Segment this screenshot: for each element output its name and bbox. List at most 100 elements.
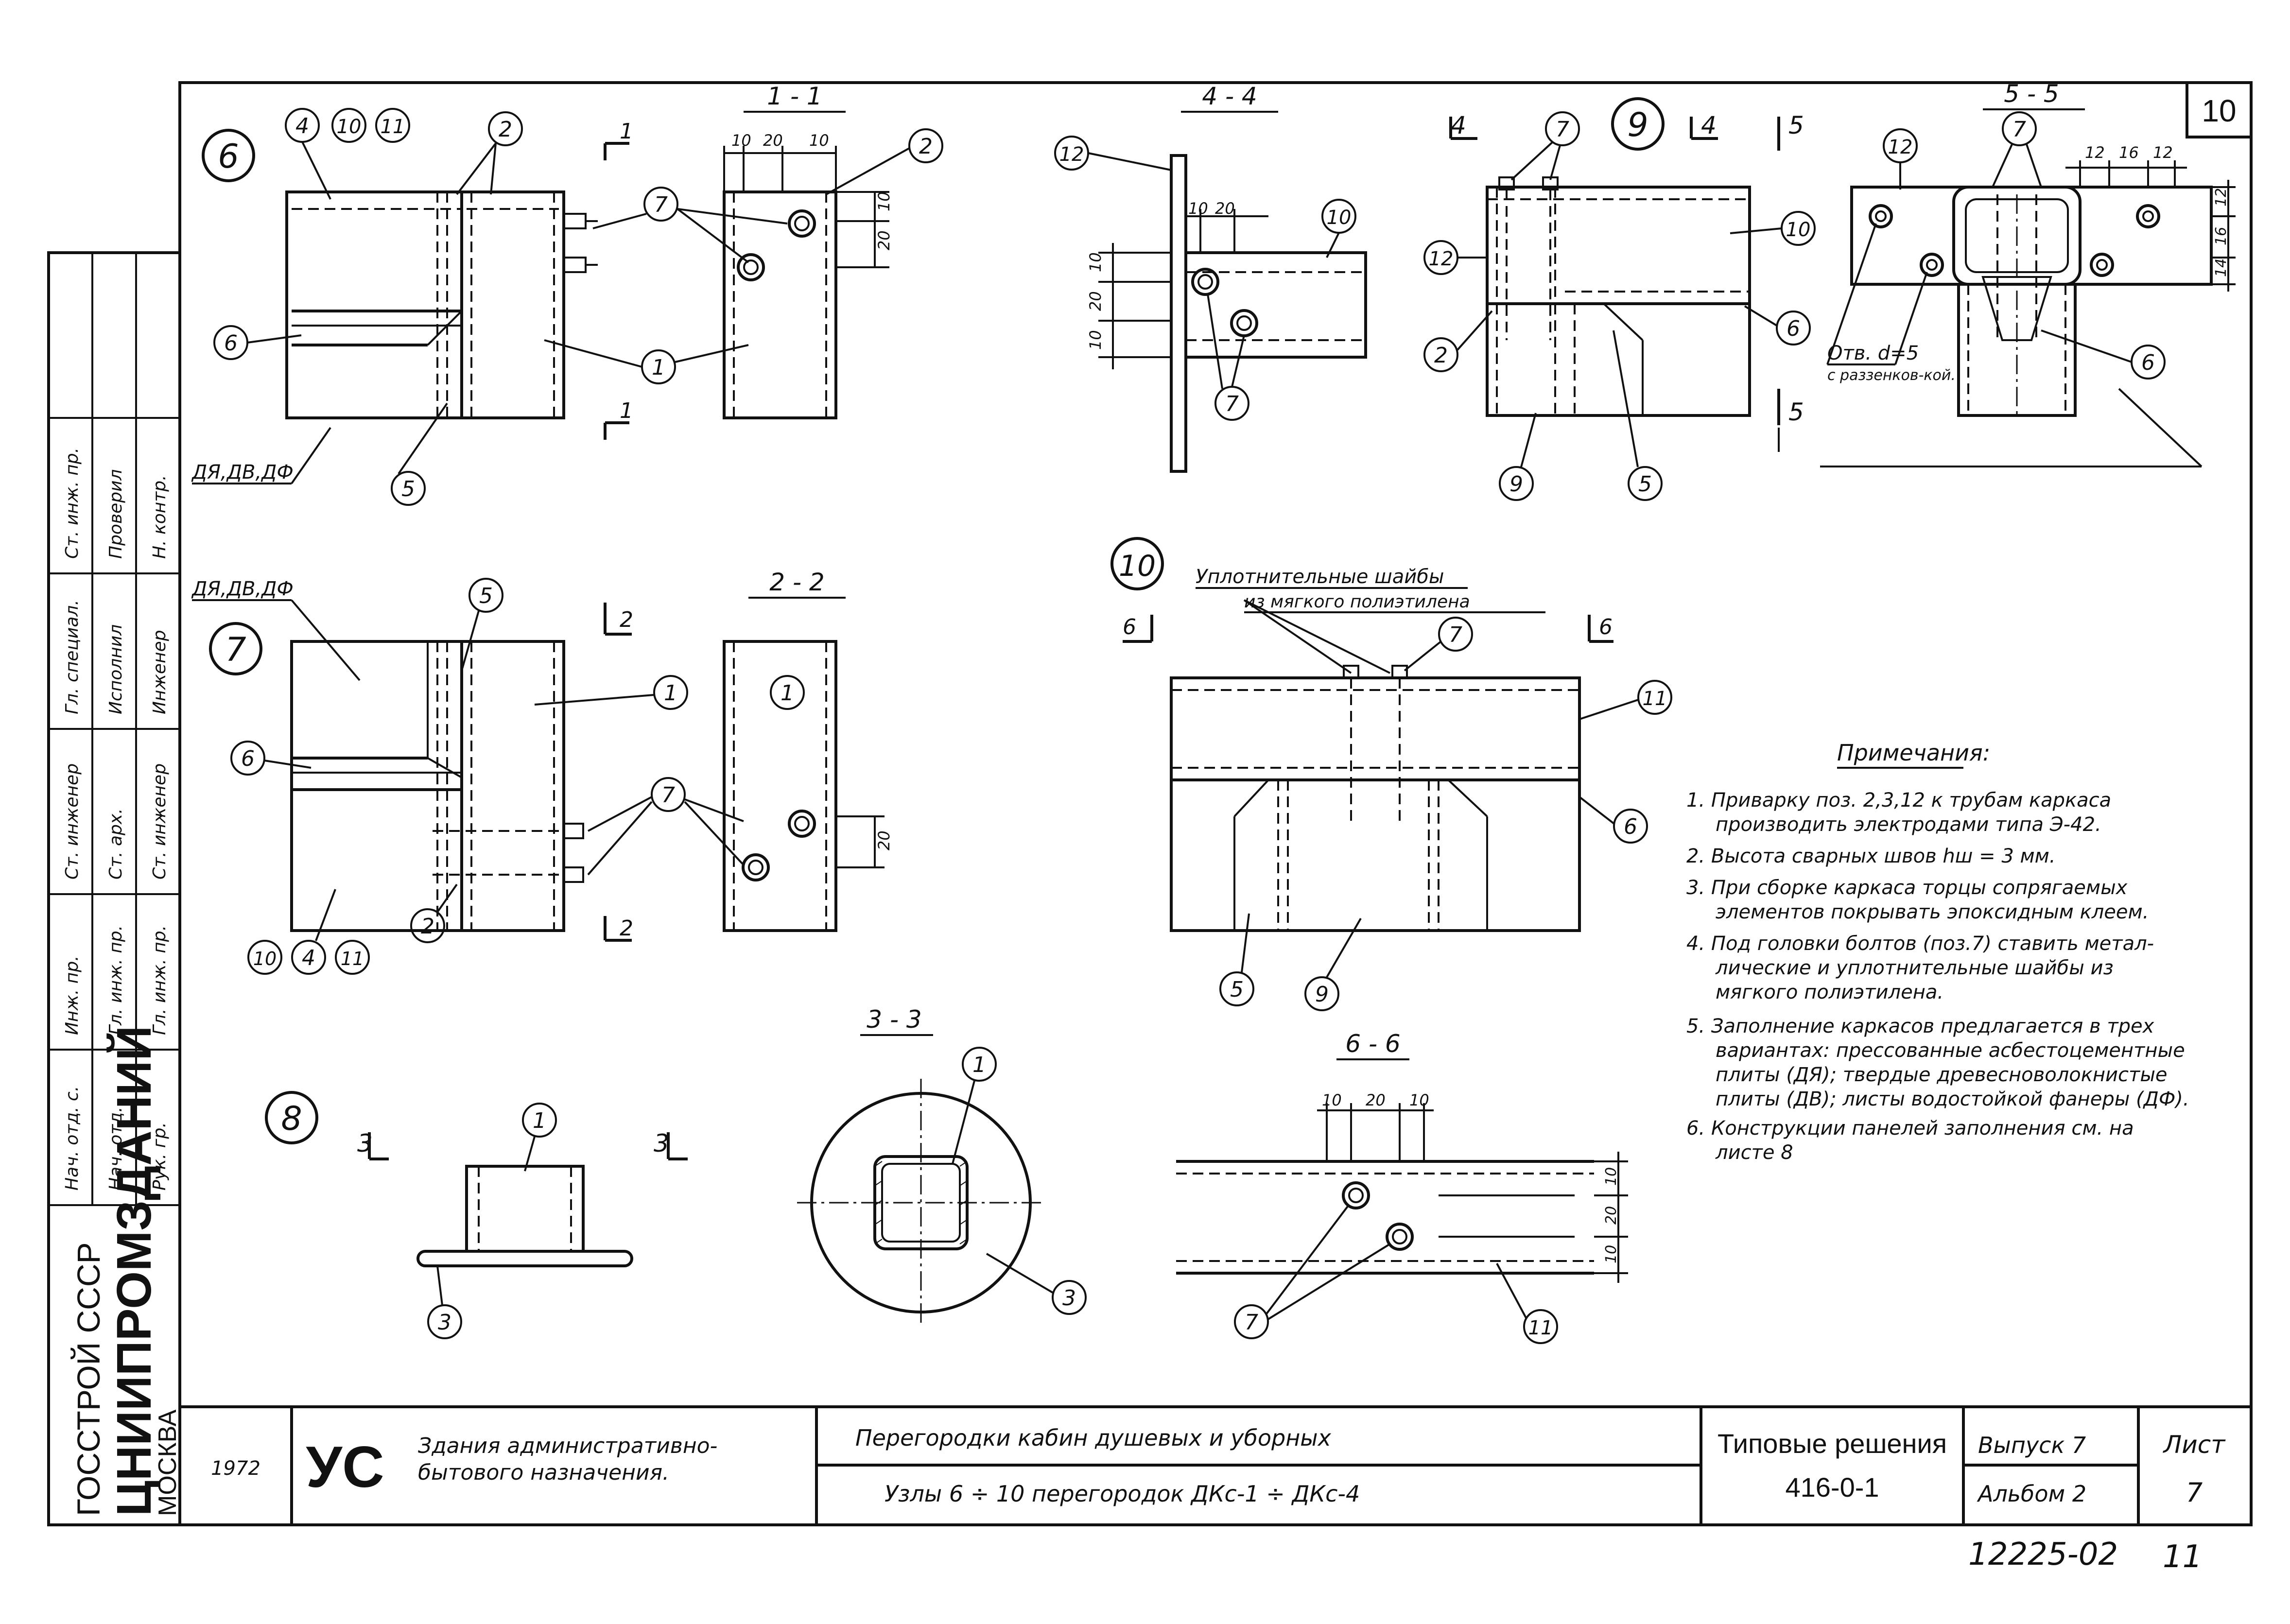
svg-text:6. Конструкции панелей заполне: 6. Конструкции панелей заполнения см. на	[1686, 1117, 2134, 1140]
svg-text:10: 10	[1322, 1091, 1342, 1109]
svg-text:1: 1	[972, 1053, 986, 1077]
node-10-view: 10 Уплотнительные шайбы из мягкого полиэ…	[1110, 537, 1672, 1011]
svg-text:производить электродами типа Э: производить электродами типа Э-42.	[1716, 813, 2101, 836]
svg-text:5: 5	[1788, 111, 1804, 139]
svg-text:Лист: Лист	[2163, 1431, 2226, 1459]
svg-text:ДЯ,ДВ,ДФ: ДЯ,ДВ,ДФ	[191, 461, 294, 484]
svg-text:Исполнил: Исполнил	[106, 624, 126, 714]
svg-text:Типовые решения: Типовые решения	[1718, 1428, 1947, 1459]
svg-text:Гл. инж. пр.: Гл. инж. пр.	[106, 925, 126, 1035]
svg-text:10: 10	[1086, 252, 1105, 272]
svg-text:Ст. арх.: Ст. арх.	[106, 808, 126, 880]
svg-text:из мягкого полиэтилена: из мягкого полиэтилена	[1244, 592, 1470, 612]
svg-text:20: 20	[1086, 291, 1105, 311]
svg-text:Нач. отд. с.: Нач. отд. с.	[62, 1086, 82, 1191]
svg-text:2: 2	[919, 134, 933, 159]
svg-text:10: 10	[731, 131, 751, 150]
svg-text:10: 10	[1119, 549, 1156, 583]
svg-text:6: 6	[218, 138, 239, 176]
note-section-5-5	[1820, 388, 2203, 467]
svg-text:Инж. пр.: Инж. пр.	[62, 955, 82, 1035]
svg-text:3. При сборке каркаса торцы со: 3. При сборке каркаса торцы сопрягаемых	[1686, 877, 2128, 899]
svg-text:вариантах: прессованные асбест: вариантах: прессованные асбестоцементные	[1716, 1039, 2185, 1062]
section-4-4: 4 - 4 10 20 10 20 10 12 10 7	[1054, 82, 1367, 473]
svg-text:20: 20	[1215, 199, 1235, 218]
svg-text:Ст. инж. пр.: Ст. инж. пр.	[62, 448, 82, 559]
svg-text:10: 10	[809, 131, 829, 150]
svg-text:16: 16	[2213, 227, 2230, 245]
svg-text:7: 7	[654, 192, 668, 217]
svg-text:ЦНИИПРОМЗДАНИЙ: ЦНИИПРОМЗДАНИЙ	[106, 1026, 161, 1516]
svg-text:УС: УС	[306, 1434, 384, 1500]
svg-text:2: 2	[620, 916, 633, 941]
svg-text:Н. контр.: Н. контр.	[150, 475, 170, 559]
svg-text:4. Под головки болтов (поз.7): 4. Под головки болтов (поз.7) ставить ме…	[1686, 933, 2154, 955]
svg-text:5 - 5: 5 - 5	[2004, 80, 2059, 108]
svg-text:Ст. инженер: Ст. инженер	[150, 763, 170, 880]
svg-text:7: 7	[1556, 117, 1569, 142]
svg-text:4 - 4: 4 - 4	[1202, 82, 1257, 110]
svg-text:10: 10	[1327, 207, 1352, 229]
svg-text:5: 5	[1788, 398, 1804, 426]
svg-text:Рук. гр.: Рук. гр.	[150, 1122, 170, 1191]
svg-text:6: 6	[2141, 350, 2155, 375]
section-5-5: 5 - 5 12 16 12 12 16 14 12 7	[1778, 80, 2236, 452]
svg-text:3: 3	[654, 1129, 669, 1158]
svg-text:6: 6	[241, 746, 255, 771]
svg-text:1: 1	[664, 681, 677, 706]
svg-text:11: 11	[2163, 1539, 2202, 1575]
svg-text:9: 9	[1315, 982, 1329, 1007]
svg-text:ГОССТРОЙ СССР: ГОССТРОЙ СССР	[70, 1242, 106, 1516]
svg-text:10: 10	[1188, 199, 1208, 218]
svg-text:Здания административно-: Здания административно-	[418, 1434, 717, 1458]
svg-text:12: 12	[1429, 248, 1454, 270]
svg-text:1. Приварку поз. 2,3,12 к труб: 1. Приварку поз. 2,3,12 к трубам каркаса	[1686, 789, 2111, 812]
svg-text:11: 11	[381, 116, 405, 138]
svg-text:мягкого полиэтилена.: мягкого полиэтилена.	[1716, 981, 1943, 1003]
svg-text:ДЯ,ДВ,ДФ: ДЯ,ДВ,ДФ	[191, 578, 294, 600]
svg-text:2: 2	[620, 607, 633, 632]
svg-text:бытового назначения.: бытового назначения.	[418, 1460, 669, 1485]
svg-text:6 - 6: 6 - 6	[1345, 1030, 1400, 1058]
notes-block: Примечания: 1. Приварку поз. 2,3,12 к тр…	[1686, 740, 2189, 1164]
svg-text:7: 7	[2012, 117, 2026, 142]
side-stamp: Нач. отд. с. Инж. пр. Ст. инженер Гл. сп…	[47, 251, 182, 1526]
svg-text:416-0-1: 416-0-1	[1785, 1472, 1879, 1503]
svg-text:12225-02: 12225-02	[1968, 1537, 2118, 1572]
svg-text:10: 10	[253, 948, 277, 969]
svg-text:10: 10	[1603, 1245, 1620, 1263]
sheet-number-corner: 10	[2186, 81, 2253, 138]
svg-text:Уплотнительные шайбы: Уплотнительные шайбы	[1196, 566, 1444, 588]
svg-text:Гл. инж. пр.: Гл. инж. пр.	[150, 925, 170, 1035]
svg-text:2: 2	[499, 117, 512, 142]
svg-text:листе 8: листе 8	[1715, 1141, 1793, 1164]
svg-text:20: 20	[875, 830, 893, 850]
svg-text:10: 10	[337, 116, 362, 138]
svg-text:5: 5	[401, 477, 415, 501]
svg-text:лические и уплотнительные шайб: лические и уплотнительные шайбы из	[1715, 957, 2114, 979]
svg-text:7: 7	[1245, 1310, 1258, 1335]
svg-text:6: 6	[1624, 814, 1637, 839]
section-1-1: 1 - 1 10 20 10 10 20 2 7 1	[544, 82, 943, 419]
node-8-view: 8 3 3 1 3	[265, 1091, 688, 1339]
svg-text:7: 7	[1449, 622, 1462, 647]
svg-text:20: 20	[1603, 1206, 1620, 1225]
svg-text:5: 5	[1230, 977, 1244, 1002]
section-6-6: 6 - 6 10 20 10 10 20 10 7 11	[1176, 1030, 1628, 1344]
svg-text:10: 10	[1603, 1167, 1620, 1186]
svg-text:7: 7	[1225, 392, 1239, 416]
svg-text:11: 11	[341, 948, 364, 969]
svg-text:Альбом 2: Альбом 2	[1977, 1481, 2086, 1507]
svg-text:10: 10	[1786, 219, 1811, 241]
svg-text:3: 3	[1062, 1286, 1076, 1311]
title-block: 1972 УС Здания административно- бытового…	[211, 1407, 2226, 1525]
svg-text:3: 3	[438, 1310, 451, 1335]
svg-text:7: 7	[661, 783, 675, 808]
svg-text:10: 10	[1086, 330, 1105, 350]
svg-text:Инженер: Инженер	[150, 630, 170, 714]
svg-text:7: 7	[2186, 1477, 2203, 1508]
archive-number: 12225-02 11	[1968, 1537, 2202, 1575]
svg-text:1: 1	[620, 119, 633, 144]
section-3-3: 3 - 3 1 3	[797, 1005, 1087, 1327]
section-2-2: 2 - 2 20 1	[723, 568, 893, 932]
